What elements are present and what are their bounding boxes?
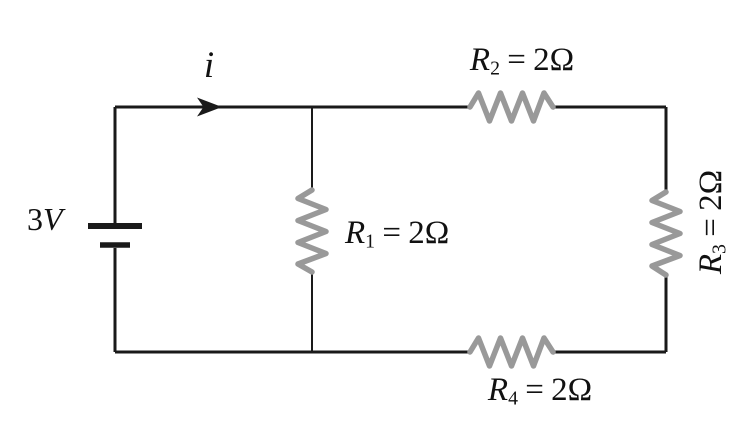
resistor-r3-zigzag: [649, 189, 683, 278]
resistor-r4-subscript: 4: [508, 387, 518, 410]
resistor-r4-symbol: R: [487, 372, 509, 408]
resistor-zigzags: [295, 90, 683, 369]
resistor-r3-label: R3 = 2Ω: [693, 170, 731, 274]
resistor-r2-equals: =: [507, 42, 526, 78]
resistor-r3-value: 2Ω: [692, 169, 729, 211]
battery-voltage-unit: V: [43, 201, 63, 237]
resistor-r2-value: 2Ω: [533, 42, 575, 78]
resistor-r1-equals: =: [382, 215, 401, 251]
resistor-r1-symbol: R: [345, 215, 366, 251]
resistor-r4-value: 2Ω: [551, 372, 593, 408]
resistor-r2-symbol: R: [469, 42, 491, 78]
battery-symbol: [88, 223, 142, 248]
resistor-r2-label: R2 =2Ω: [430, 42, 614, 80]
resistor-r1-zigzag: [295, 187, 329, 275]
resistor-r2-subscript: 2: [490, 57, 500, 80]
resistor-r3-symbol: R: [692, 253, 729, 275]
battery-voltage-label: 3V: [27, 201, 63, 238]
resistor-r3-equals: =: [692, 218, 729, 237]
wires: [113, 105, 668, 354]
resistor-r2-zigzag: [467, 90, 556, 124]
current-direction-arrow-icon: [197, 97, 222, 117]
resistor-r4-label: R4 =2Ω: [448, 372, 632, 410]
resistor-r1-label: R1 =2Ω: [345, 215, 449, 253]
resistor-r4-zigzag: [467, 335, 556, 369]
resistor-r4-equals: =: [525, 372, 544, 408]
current-label: i: [203, 45, 215, 86]
battery-voltage-number: 3: [27, 201, 43, 237]
resistor-r3-subscript: 3: [708, 244, 731, 254]
resistor-r1-subscript: 1: [365, 230, 376, 253]
resistor-r1-value: 2Ω: [408, 215, 450, 251]
